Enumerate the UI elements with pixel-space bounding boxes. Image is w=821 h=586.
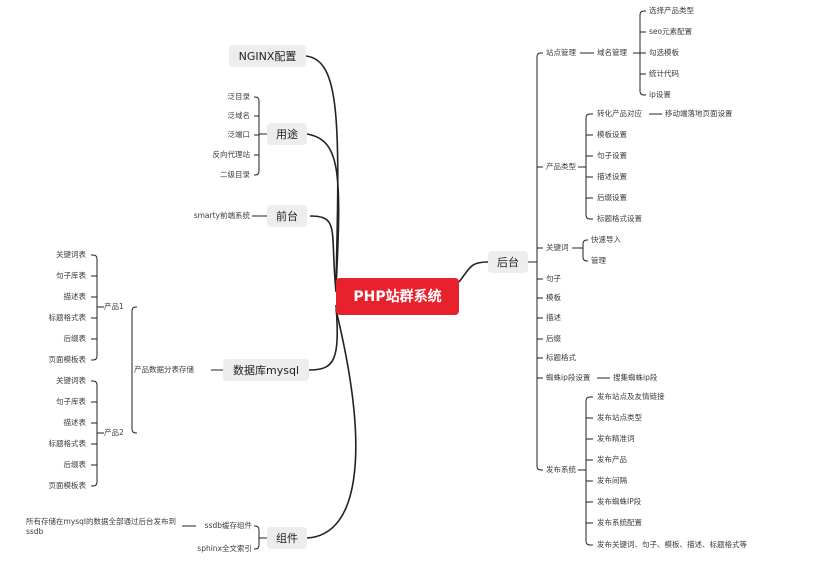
product2-node[interactable]: 产品2 (104, 428, 124, 437)
backend-category[interactable]: 描述 (546, 313, 561, 322)
product-type-item[interactable]: 模板设置 (597, 130, 627, 139)
product-type-item[interactable]: 描述设置 (597, 172, 627, 181)
publish-item[interactable]: 发布关键词、句子、模板、描述、标题格式等 (597, 540, 747, 549)
product1-item[interactable]: 关键词表 (56, 250, 86, 259)
product2-bracket (91, 380, 98, 487)
product2-item[interactable]: 标题格式表 (48, 439, 87, 448)
publish-node[interactable]: 发布系统 (546, 465, 576, 474)
usage-item[interactable]: 泛端口 (227, 130, 251, 139)
product-split-node[interactable]: 产品数据分表存储 (134, 365, 194, 374)
product1-item[interactable]: 页面模板表 (48, 355, 87, 364)
keyword-node[interactable]: 关键词 (546, 243, 569, 252)
product-type-item[interactable]: 后缀设置 (597, 193, 627, 202)
curve-backend (458, 261, 489, 283)
product2-item[interactable]: 关键词表 (56, 376, 86, 385)
product1-bracket (91, 254, 98, 361)
curve-database (308, 304, 339, 371)
product1-node[interactable]: 产品1 (104, 302, 124, 311)
publish-item[interactable]: 发布精准词 (597, 434, 635, 443)
curve-nginx (305, 55, 339, 284)
curve-frontend (309, 215, 337, 293)
frontend-node[interactable]: 前台 (267, 205, 307, 227)
product-split-bracket (131, 306, 137, 434)
product-type-item[interactable]: 标题格式设置 (597, 214, 642, 223)
product-type-bracket (585, 113, 593, 220)
site-mgmt-node[interactable]: 站点管理 (546, 48, 576, 57)
ssdb-note[interactable]: 所有存储在mysql的数据全部通过后台发布到ssdb (26, 517, 176, 537)
usage-item[interactable]: 二级目录 (220, 170, 250, 179)
backend-bracket (536, 52, 543, 471)
frontend-item[interactable]: smarty前端系统 (193, 211, 250, 220)
sphinx-node[interactable]: sphinx全文索引 (197, 544, 252, 553)
spider-node[interactable]: 蜘蛛ip段设置 (546, 373, 591, 382)
product-type-node[interactable]: 产品类型 (546, 162, 576, 171)
site-mgmt-item[interactable]: 选择产品类型 (649, 6, 694, 15)
curve-component (306, 309, 357, 539)
product2-item[interactable]: 句子库表 (56, 397, 86, 406)
product1-item[interactable]: 描述表 (63, 292, 87, 301)
product1-item[interactable]: 标题格式表 (48, 313, 87, 322)
spider-item[interactable]: 搜集蜘蛛ip段 (613, 373, 658, 382)
publish-item[interactable]: 发布蜘蛛IP段 (597, 497, 642, 506)
nginx-node[interactable]: NGINX配置 (229, 45, 306, 67)
keyword-item[interactable]: 快速导入 (591, 235, 621, 244)
publish-item[interactable]: 发布产品 (597, 455, 627, 464)
backend-category[interactable]: 标题格式 (546, 353, 576, 362)
database-node[interactable]: 数据库mysql (223, 359, 309, 381)
usage-node[interactable]: 用途 (267, 123, 307, 145)
component-bracket (254, 525, 260, 550)
product1-item[interactable]: 后缀表 (63, 334, 87, 343)
site-mgmt-item[interactable]: ip设置 (649, 90, 671, 99)
keyword-item[interactable]: 管理 (591, 256, 606, 265)
product2-item[interactable]: 描述表 (63, 418, 87, 427)
domain-mgmt-node[interactable]: 域名管理 (597, 48, 627, 57)
usage-item[interactable]: 泛域名 (227, 111, 251, 120)
product2-item[interactable]: 后缀表 (63, 460, 87, 469)
backend-category[interactable]: 模板 (546, 293, 561, 302)
publish-item[interactable]: 发布站点及友情链接 (597, 392, 665, 401)
product-type-subitem[interactable]: 移动端落地页面设置 (665, 109, 733, 118)
product2-item[interactable]: 页面模板表 (48, 481, 87, 490)
component-node[interactable]: 组件 (267, 527, 307, 549)
product-type-item[interactable]: 句子设置 (597, 151, 627, 160)
ssdb-node[interactable]: ssdb缓存组件 (204, 521, 252, 530)
usage-item[interactable]: 反向代理站 (212, 150, 251, 159)
publish-item[interactable]: 发布间隔 (597, 476, 627, 485)
publish-item[interactable]: 发布系统配置 (597, 518, 642, 527)
root-node[interactable]: PHP站群系统 (336, 278, 459, 315)
site-mgmt-item[interactable]: seo元素配置 (649, 27, 693, 36)
site-mgmt-item[interactable]: 勾选模板 (649, 48, 679, 57)
product-type-item[interactable]: 转化产品对应 (597, 109, 642, 118)
product1-item[interactable]: 句子库表 (56, 271, 86, 280)
site-mgmt-item[interactable]: 统计代码 (649, 69, 679, 78)
curve-usage (306, 133, 340, 289)
backend-node[interactable]: 后台 (488, 251, 528, 273)
keyword-bracket (582, 239, 588, 262)
usage-bracket (254, 96, 260, 176)
backend-category[interactable]: 句子 (546, 274, 561, 283)
publish-bracket (585, 396, 593, 546)
usage-item[interactable]: 泛目录 (227, 92, 251, 101)
publish-item[interactable]: 发布站点类型 (597, 413, 642, 422)
backend-category[interactable]: 后缀 (546, 334, 561, 343)
